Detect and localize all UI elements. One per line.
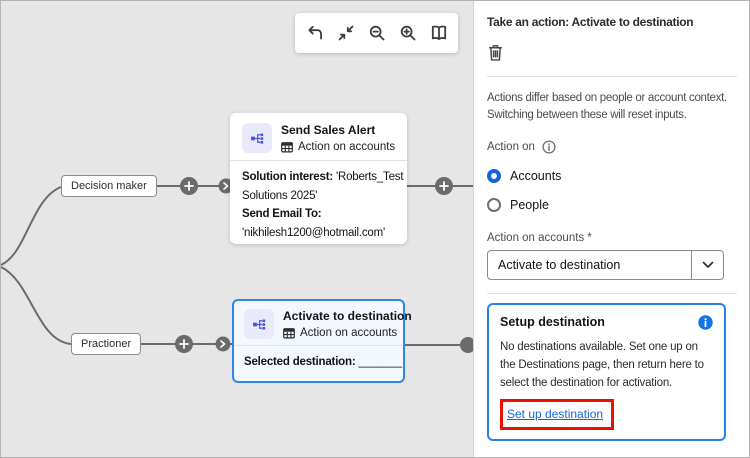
add-node-button[interactable] — [180, 177, 198, 195]
branch-label-decision-maker[interactable]: Decision maker — [61, 175, 157, 197]
collapse-icon — [338, 25, 353, 41]
node-card-activate-to-destination[interactable]: Activate to destination Action on accoun… — [232, 299, 412, 383]
setup-destination-box: Setup destination No destinations availa… — [487, 303, 726, 441]
action-node-icon — [242, 123, 272, 153]
field-label: Selected destination: — [244, 356, 356, 368]
collapse-button[interactable] — [332, 19, 360, 47]
field-value: 'nikhilesh1200@hotmail.com' — [242, 226, 385, 239]
card-type-label: Action on accounts — [298, 141, 396, 153]
chevron-down-icon — [702, 261, 713, 268]
field-label: Solution interest: — [242, 171, 333, 183]
zoom-in-button[interactable] — [394, 19, 422, 47]
select-dropdown-button[interactable] — [691, 251, 723, 279]
radio-people[interactable]: People — [487, 198, 737, 212]
card-header: Send Sales Alert Action on accounts — [230, 113, 407, 160]
panel-description: Actions differ based on people or accoun… — [487, 90, 737, 124]
field-value: 'Roberts_Test — [332, 171, 404, 183]
guide-book-button[interactable] — [425, 19, 453, 47]
select-value: Activate to destination — [498, 258, 621, 272]
description-line: Actions differ based on people or accoun… — [487, 92, 727, 104]
node-chevron-button[interactable] — [218, 178, 234, 194]
info-filled-icon[interactable] — [698, 315, 713, 330]
info-icon[interactable] — [542, 140, 556, 154]
panel-title: Take an action: Activate to destination — [487, 15, 694, 29]
branch-line-bottom — [1, 266, 72, 345]
action-select[interactable]: Activate to destination — [487, 250, 724, 280]
add-node-button[interactable] — [435, 177, 453, 195]
set-up-destination-link[interactable]: Set up destination — [507, 407, 604, 421]
zoom-out-button[interactable] — [363, 19, 391, 47]
canvas-toolbar — [295, 13, 458, 53]
field-label: Send Email To: — [242, 208, 322, 220]
trash-icon — [489, 45, 502, 61]
card-title: Send Sales Alert — [281, 123, 376, 137]
required-marker: * — [587, 232, 592, 244]
accounts-table-icon — [283, 327, 295, 338]
card-type-label: Action on accounts — [300, 327, 398, 339]
field-value: _______ — [355, 356, 402, 368]
zoom-out-icon — [369, 25, 384, 41]
accounts-table-icon — [281, 141, 293, 152]
book-icon — [431, 25, 446, 40]
description-line: Switching between these will reset input… — [487, 109, 687, 121]
card-body: Solution interest: 'Roberts_Test Solutio… — [230, 160, 407, 250]
node-chevron-button[interactable] — [215, 336, 231, 352]
field-value: Solutions 2025' — [242, 189, 318, 202]
undo-icon — [307, 25, 322, 40]
action-on-label: Action on — [487, 141, 535, 153]
radio-unselected-icon[interactable] — [487, 198, 501, 212]
delete-node-button[interactable] — [488, 44, 503, 61]
branch-line-top — [1, 186, 62, 266]
branch-label-practioner[interactable]: Practioner — [71, 333, 142, 355]
divider — [487, 293, 737, 294]
edge-node — [460, 337, 476, 353]
radio-label: Accounts — [510, 169, 562, 183]
card-header: Activate to destination Action on accoun… — [234, 301, 412, 345]
divider — [487, 76, 737, 77]
setup-box-message: No destinations available. Set one up on… — [500, 341, 704, 389]
node-card-send-sales-alert[interactable]: Send Sales Alert Action on accounts Solu… — [230, 113, 407, 244]
radio-accounts[interactable]: Accounts — [487, 169, 737, 183]
card-title: Activate to destination — [283, 309, 412, 323]
add-node-button[interactable] — [175, 335, 193, 353]
radio-label: People — [510, 198, 549, 212]
select-field-label: Action on accounts — [487, 232, 585, 244]
card-body: Selected destination: _______ — [234, 345, 403, 379]
undo-button[interactable] — [301, 19, 329, 47]
annotation-highlight: Set up destination — [500, 399, 615, 430]
zoom-in-icon — [400, 25, 415, 41]
setup-box-title: Setup destination — [500, 315, 605, 329]
action-config-panel: Take an action: Activate to destination … — [473, 1, 749, 457]
radio-selected-icon[interactable] — [487, 169, 501, 183]
action-node-icon — [244, 309, 274, 339]
